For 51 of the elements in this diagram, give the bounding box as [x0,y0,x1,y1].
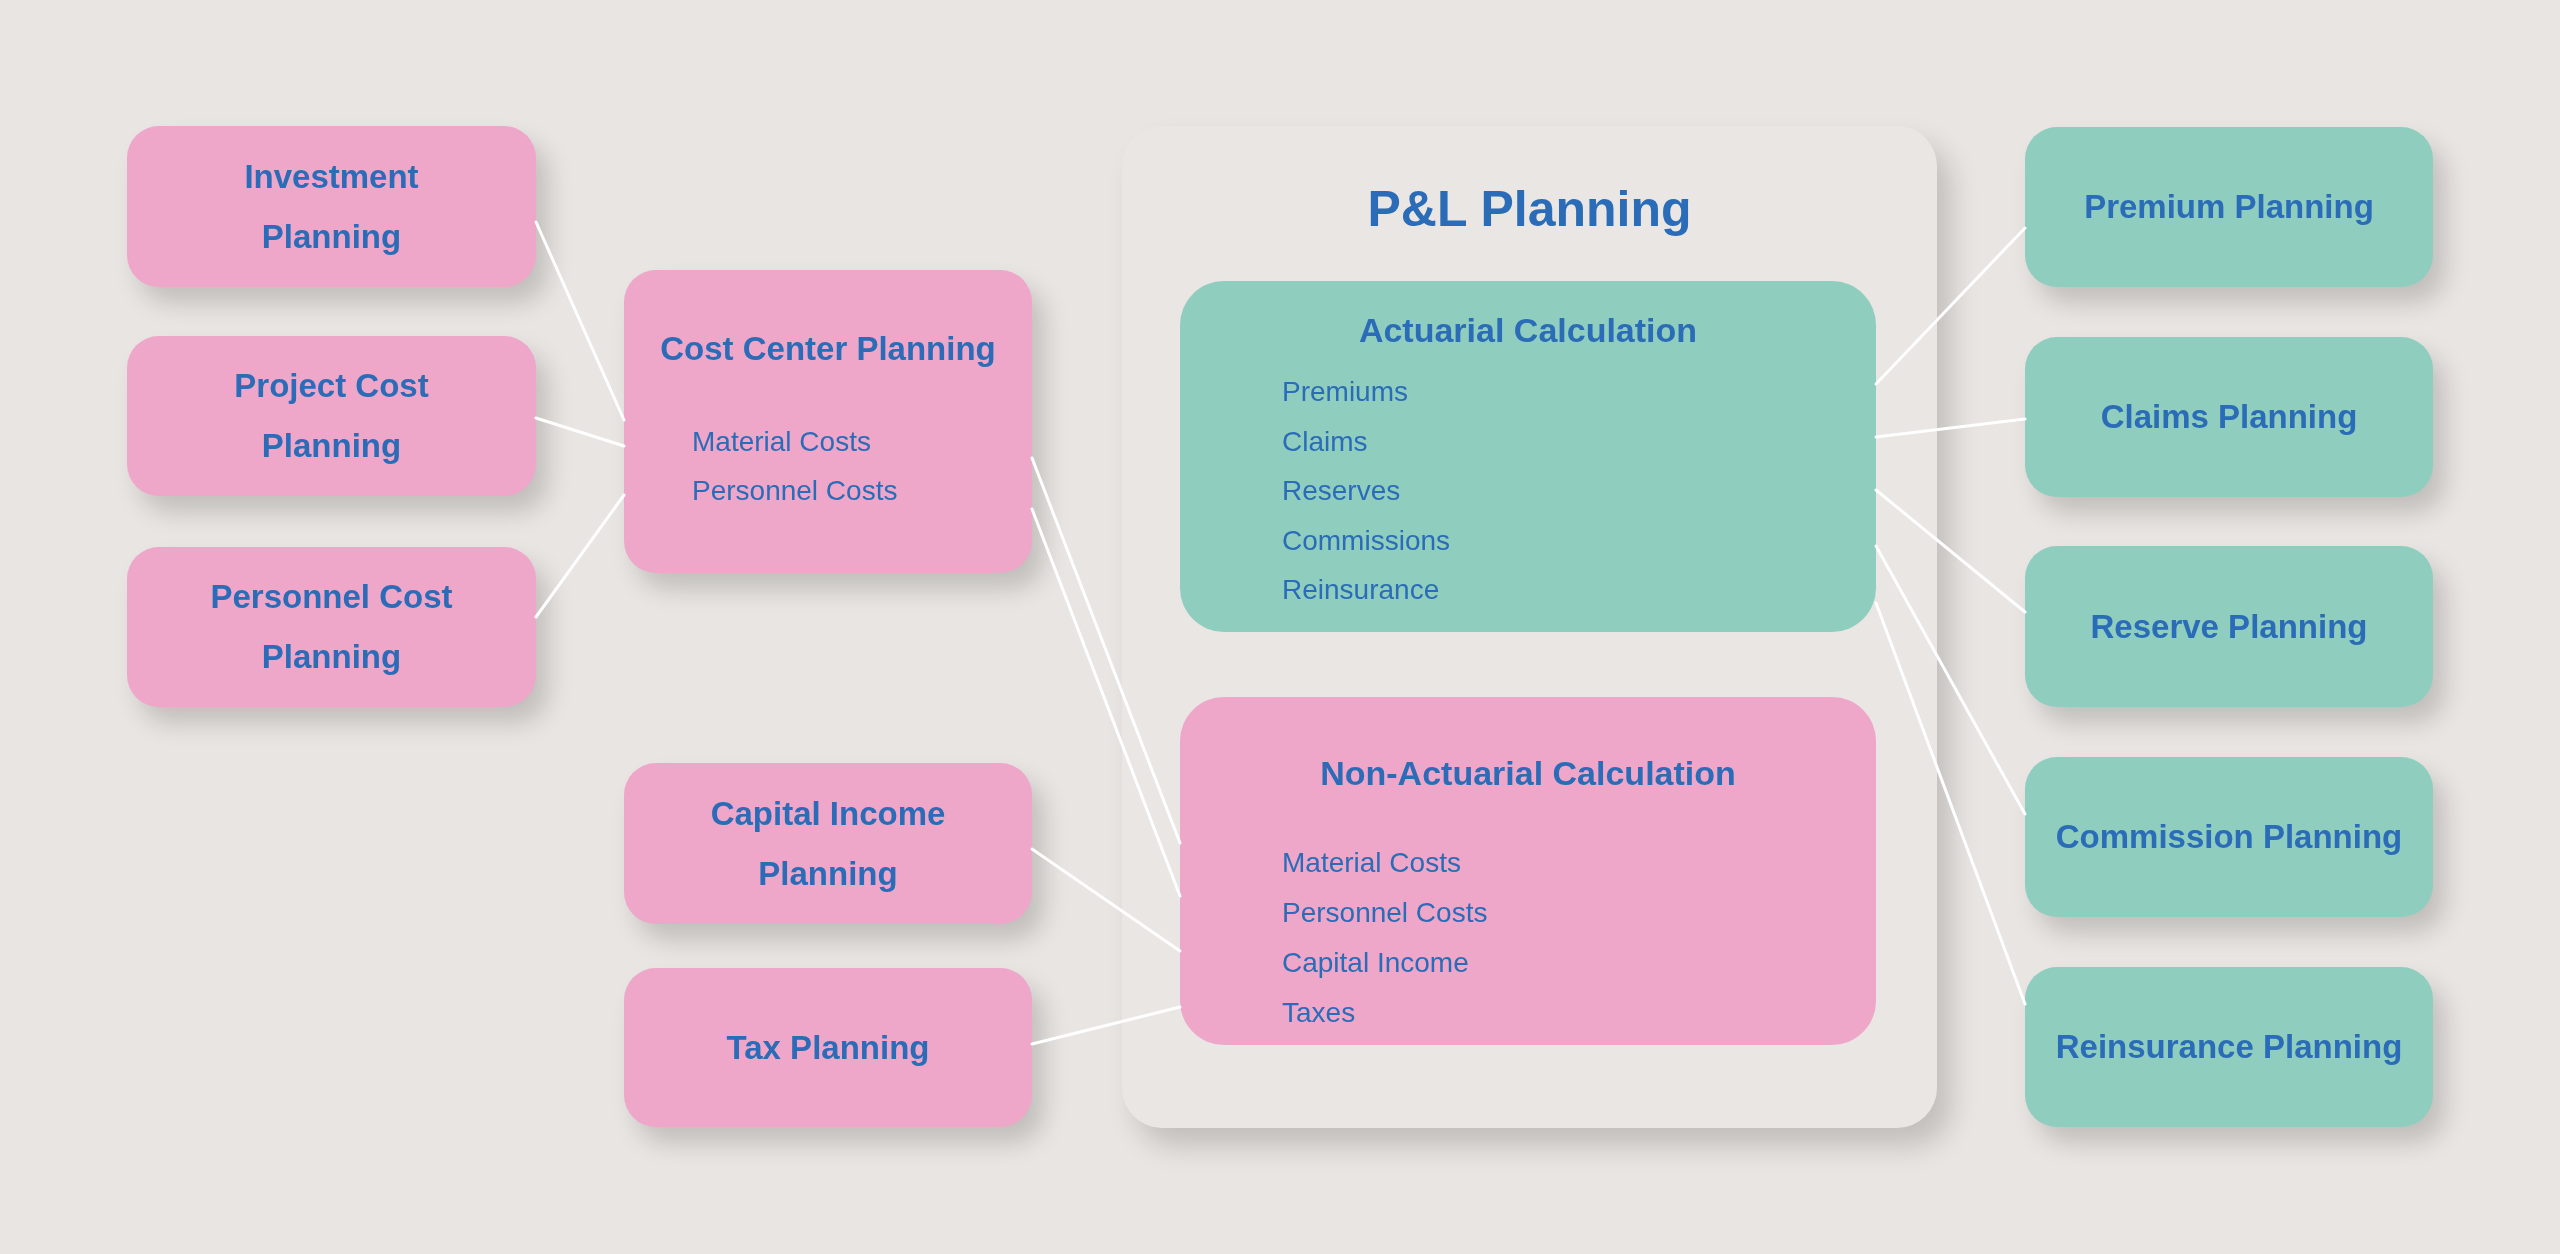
planning-box [127,336,536,496]
box-title: Investment Planning [243,156,420,257]
box-title: Reinsurance Planning [2055,1027,2403,1067]
planning-box [127,126,536,287]
list-item: Material Costs [692,425,871,459]
box-title: Actuarial Calculation [1358,310,1698,351]
planning-box [2025,337,2433,497]
planning-box [2025,546,2433,707]
list-item: Claims [1282,424,1368,459]
connector-line [1874,544,2027,816]
planning-box [624,968,1032,1127]
list-item: Commissions [1282,523,1451,558]
connector-line [1030,507,1182,898]
calculation-box [1180,697,1876,1045]
box-title: Capital Income Planning [709,793,947,894]
box-title: Cost Center Planning [660,329,996,369]
connector-line [534,416,626,448]
panel-title: P&L Planning [1367,180,1692,239]
list-item: Personnel Costs [692,474,898,508]
box-title: Claims Planning [2100,397,2358,437]
planning-box [127,547,536,707]
connector-line [1874,226,2027,386]
box-title: Project Cost Planning [233,366,430,466]
planning-box [2025,127,2433,287]
list-item: Premiums [1282,375,1408,409]
list-item: Taxes [1282,996,1356,1030]
planning-box [624,270,1032,573]
box-title: Non-Actuarial Calculation [1320,753,1736,794]
planning-box [2025,967,2433,1127]
list-item: Reserves [1282,474,1401,508]
planning-box [2025,757,2433,917]
list-item: Material Costs [1282,846,1461,880]
connector-line [1030,847,1182,953]
connector-line [1874,417,2027,439]
connector-line [534,493,626,619]
planning-panel [1122,126,1937,1128]
connector-line [1030,1005,1182,1046]
box-title: Commission Planning [2055,817,2403,857]
box-title: Tax Planning [726,1027,930,1068]
planning-box [624,763,1032,924]
box-title: Personnel Cost Planning [209,577,454,677]
list-item: Capital Income [1282,946,1469,980]
box-title: Reserve Planning [2090,606,2368,647]
connector-line [534,220,626,422]
calculation-box [1180,281,1876,632]
list-item: Reinsurance [1282,573,1440,607]
list-item: Personnel Costs [1282,896,1488,930]
box-title: Premium Planning [2084,187,2374,227]
connector-line [1874,488,2027,614]
connector-line [1874,601,2027,1006]
connector-line [1030,456,1182,845]
